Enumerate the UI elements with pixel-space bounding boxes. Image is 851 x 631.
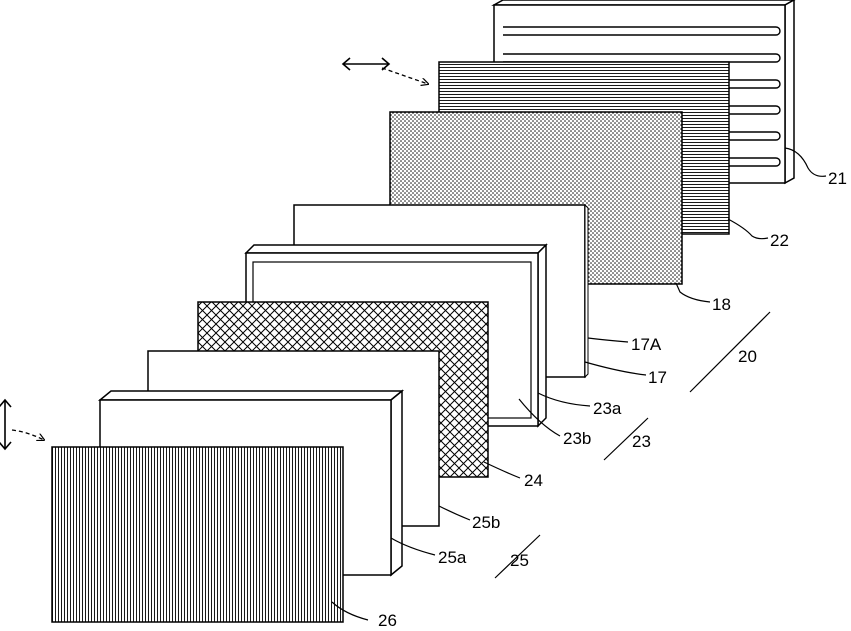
label-25: 25 [510,551,529,570]
label-23a: 23a [593,399,622,418]
label-26: 26 [378,611,397,630]
layer-26-front-sheet [52,447,343,622]
label-23b: 23b [563,429,591,448]
label-25a: 25a [438,548,467,567]
label-25b: 25b [472,513,500,532]
direction-arrow-top [343,58,428,84]
label-18: 18 [712,295,731,314]
pipe-1 [503,27,780,35]
label-17: 17 [648,368,667,387]
label-21: 21 [828,169,847,188]
label-24: 24 [524,471,543,490]
label-20: 20 [738,347,757,366]
pipe-2 [503,54,780,62]
direction-arrow-left [0,400,44,449]
label-23: 23 [632,432,651,451]
label-17A: 17A [631,335,662,354]
label-22: 22 [770,231,789,250]
